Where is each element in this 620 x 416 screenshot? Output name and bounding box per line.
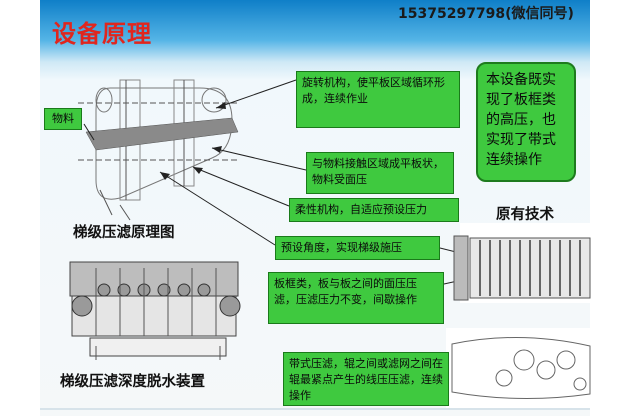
annotation-plate-frame: 板框类，板与板之间的面压压滤，压滤压力不变，间歇操作	[268, 272, 444, 324]
annotation-rotating-mechanism: 旋转机构，使平板区域循环形成，连续作业	[296, 71, 460, 128]
slide-title: 设备原理	[52, 20, 152, 48]
material-label: 物料	[44, 108, 82, 130]
annotation-flexible-mechanism: 柔性机构，自适应预设压力	[289, 198, 459, 222]
contact-phone: 15375297798(微信同号)	[398, 6, 574, 22]
slide-bottom-line	[40, 408, 590, 410]
annotation-preset-angle: 预设角度，实现梯级施压	[275, 236, 440, 260]
prior-art-label: 原有技术	[496, 206, 554, 223]
annotation-belt-type: 带式压滤，辊之间或滤网之间在辊最紧点产生的线压压滤，连续操作	[283, 352, 449, 406]
summary-callout: 本设备既实现了板框类的高压，也实现了带式连续操作	[476, 62, 576, 182]
device-label: 梯级压滤深度脱水装置	[60, 373, 205, 390]
left-margin	[0, 0, 40, 416]
principle-diagram-label: 梯级压滤原理图	[73, 224, 175, 241]
annotation-contact-zone: 与物料接触区域成平板状，物料受面压	[306, 152, 454, 194]
material-band	[85, 117, 239, 151]
